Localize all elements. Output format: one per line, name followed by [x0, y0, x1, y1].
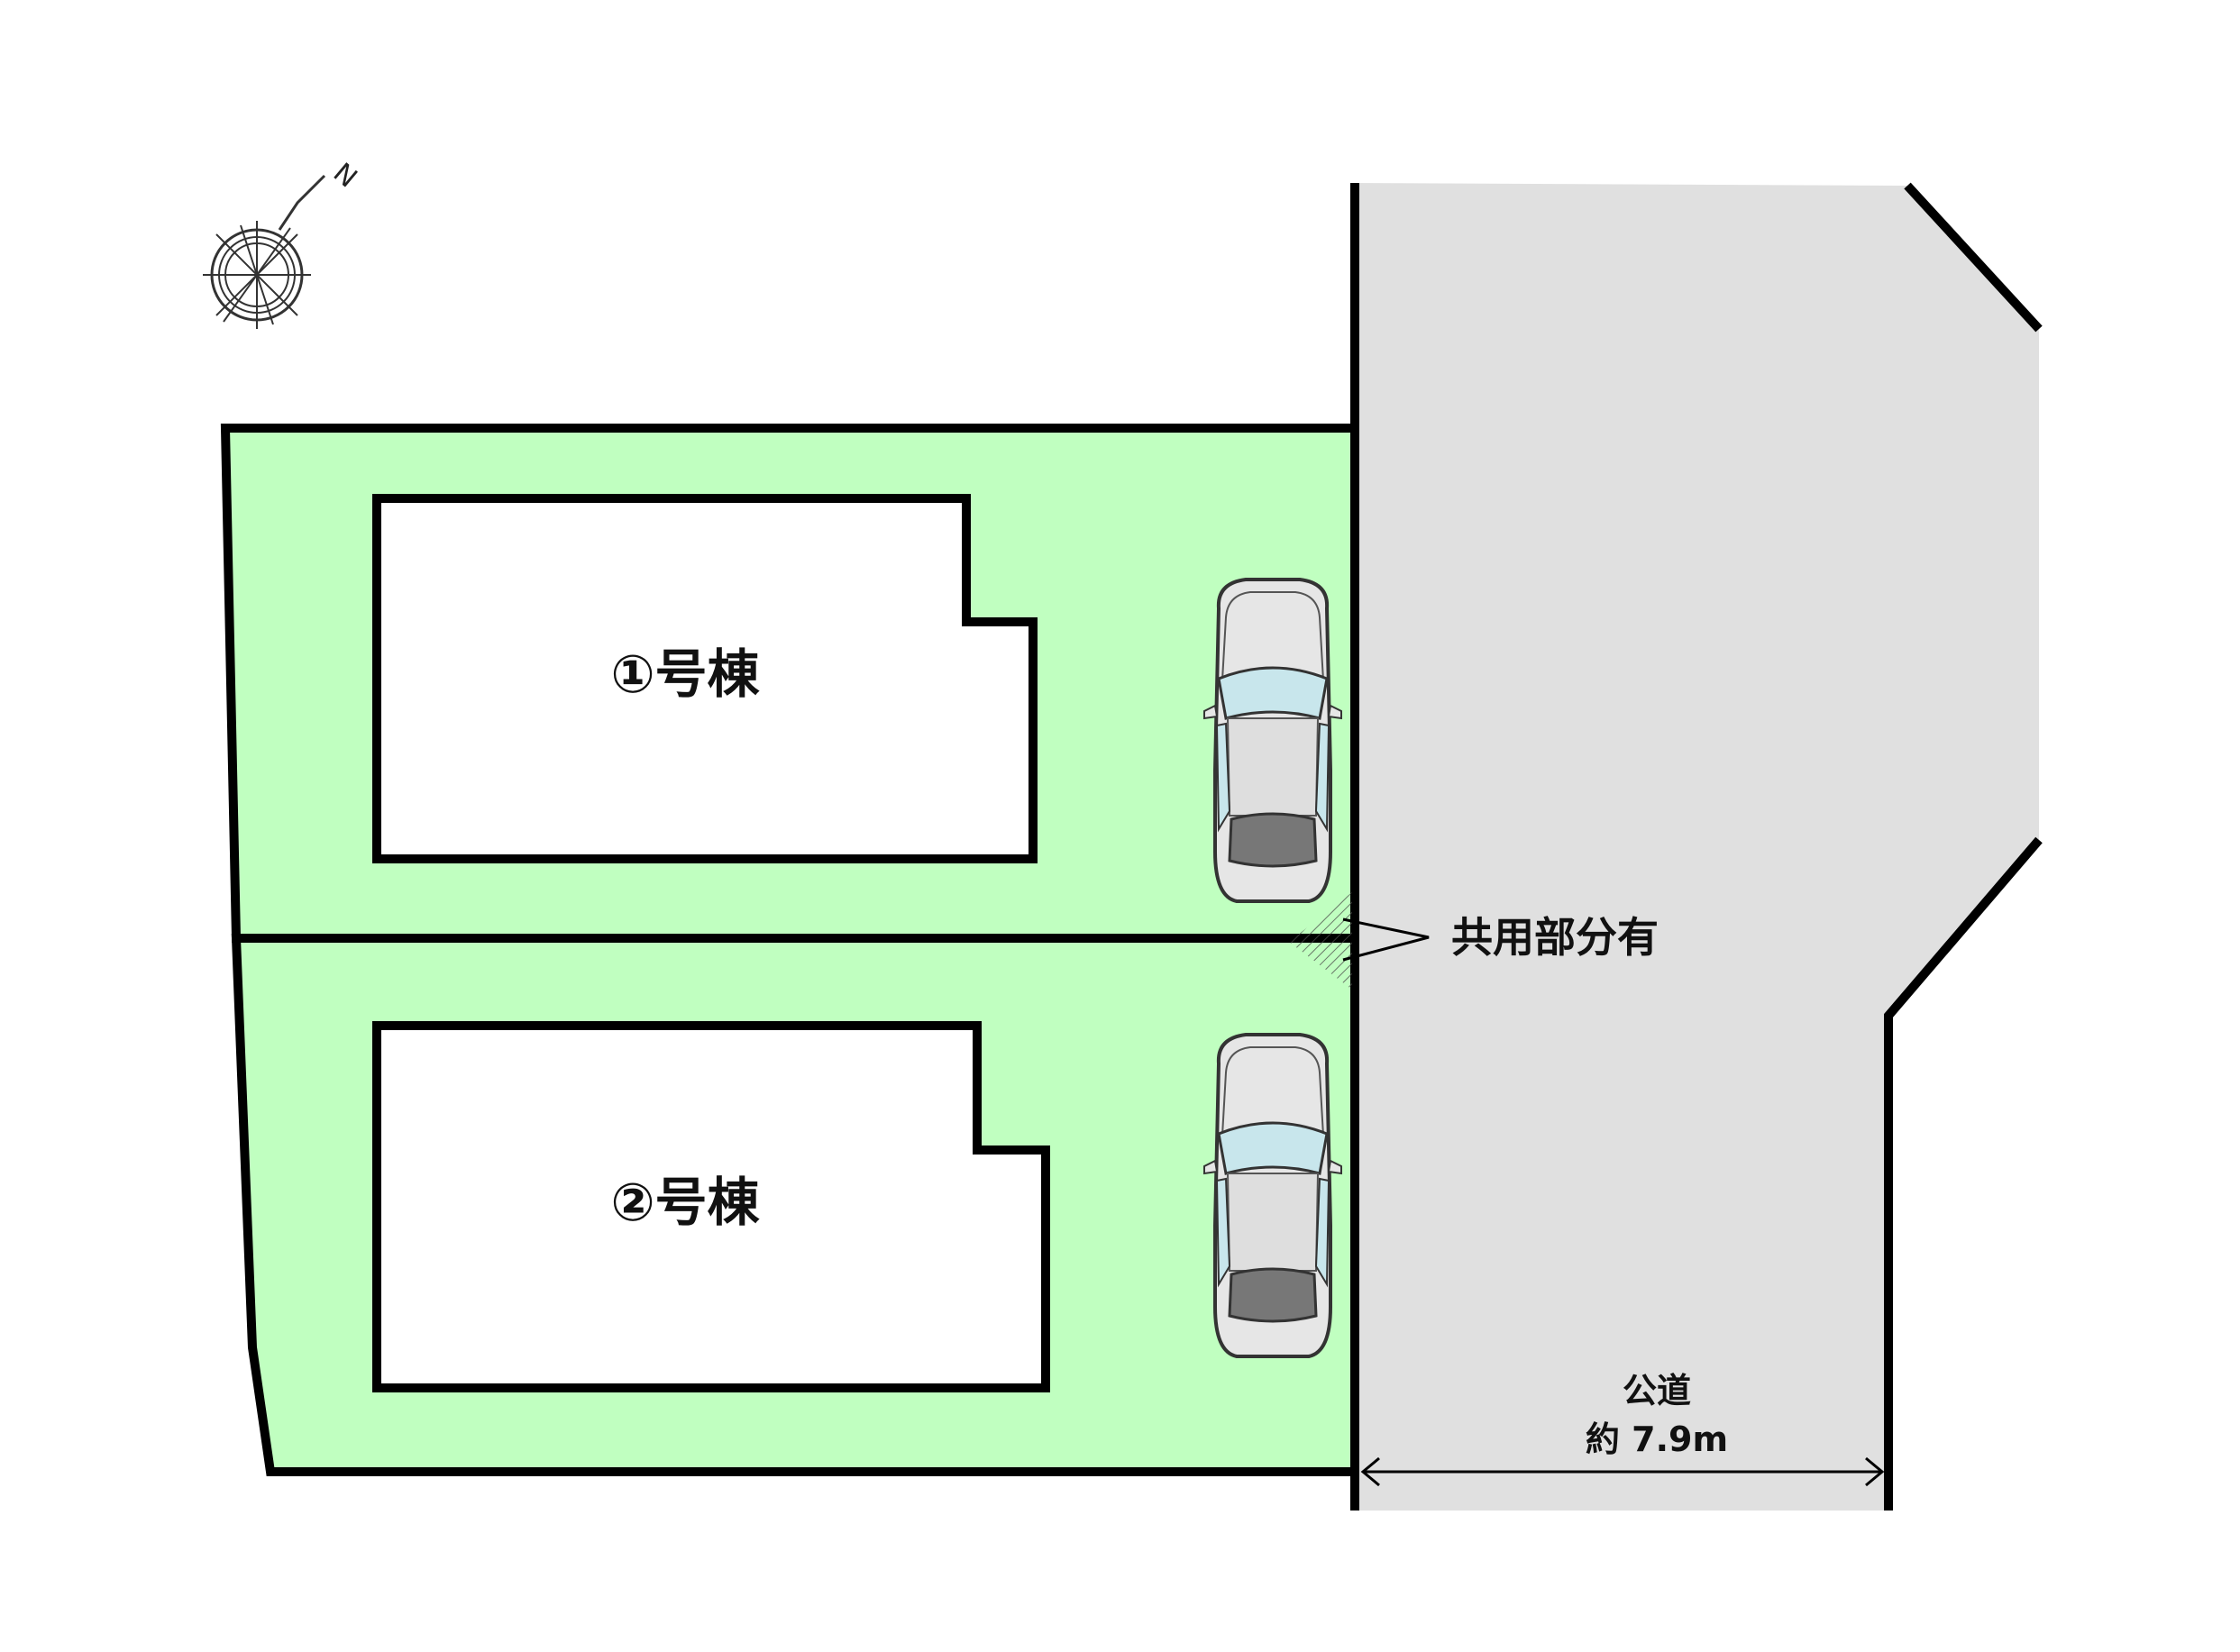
- car-icon-lot-2: [1202, 1033, 1343, 1358]
- north-label: N: [327, 157, 363, 194]
- road-corner-line-lower: [1884, 836, 2043, 1511]
- shared-note-pointer: [1342, 917, 1430, 962]
- north-compass-icon: [203, 174, 326, 329]
- road-corner-line-upper: [1904, 182, 2043, 333]
- building-2: [372, 1021, 1050, 1392]
- road-area: [1355, 183, 2039, 1511]
- car-icon-lot-1: [1202, 578, 1343, 903]
- road-width-label: 約 7.9m: [1586, 1419, 1728, 1459]
- shared-note-label: 共用部分有: [1451, 913, 1659, 962]
- building-1: [372, 494, 1038, 863]
- building-1-label: ①号棟: [610, 643, 760, 705]
- building-2-label: ②号棟: [610, 1172, 760, 1233]
- shared-area-hatch: [1289, 892, 1352, 990]
- road-label: 公道: [1623, 1371, 1691, 1410]
- road-width-dimension-arrow: [1360, 1456, 1885, 1487]
